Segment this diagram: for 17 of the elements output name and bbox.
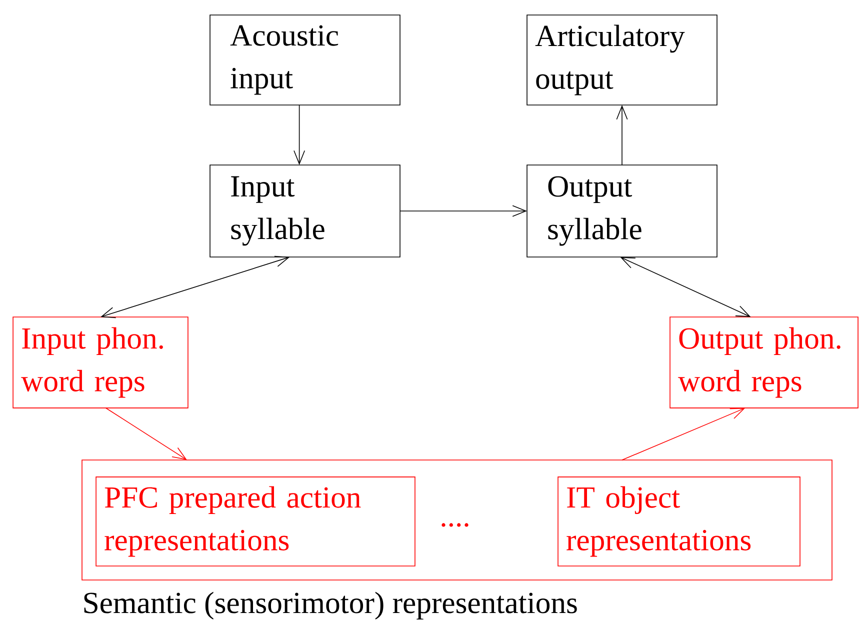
arrow xyxy=(294,104,306,165)
process-box: IT object representations xyxy=(558,476,800,566)
process-box: PFC prepared action representations xyxy=(96,476,416,566)
process-box: Articulatory output xyxy=(526,14,718,106)
arrow xyxy=(620,257,751,317)
arrow xyxy=(622,408,746,460)
process-box: Input syllable xyxy=(210,164,400,258)
ellipsis-label: .... xyxy=(442,523,468,527)
arrow xyxy=(100,256,290,318)
process-box: Output phon. word reps xyxy=(670,316,858,408)
node-label: Semantic (sensorimotor) representations xyxy=(84,592,577,620)
process-box: Acoustic input xyxy=(210,14,400,106)
process-box: Output syllable xyxy=(526,164,718,258)
arrow xyxy=(400,205,527,217)
arrow xyxy=(616,105,628,166)
arrow xyxy=(105,408,187,460)
process-box: Input phon. word reps xyxy=(12,316,188,408)
